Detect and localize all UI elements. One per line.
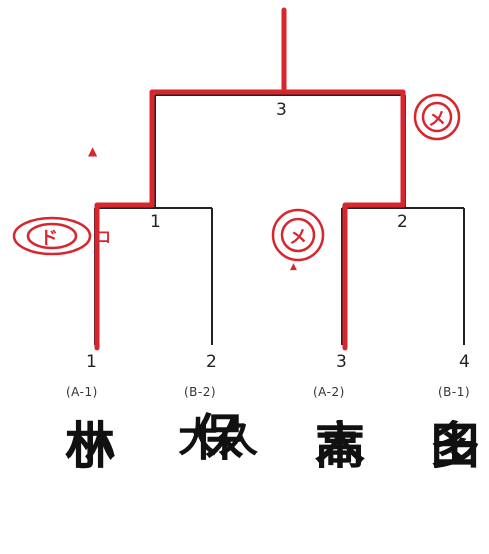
seed-label-2: (B-2): [184, 385, 217, 399]
player-name-2-line1: 大久: [178, 414, 258, 461]
seed-label-4: (B-1): [438, 385, 471, 399]
seed-label-3: (A-2): [313, 385, 345, 399]
player-name-1-line1: 小: [65, 416, 115, 475]
player-name-3-line2: 木: [315, 416, 365, 475]
slot-number-2: 2: [206, 352, 217, 372]
triangle-left-icon: ▲: [88, 144, 98, 158]
slot-number-4: 4: [459, 352, 470, 372]
semifinal-left-number: 1: [150, 212, 161, 232]
win-circles: [12, 93, 461, 262]
player-name-2-line2: 保: [193, 408, 243, 467]
player-name-4-line2: 田: [430, 416, 480, 475]
slot-number-1: 1: [86, 352, 97, 372]
player-name-1-line2: 林: [65, 416, 115, 475]
player-name-3-line1: 高: [315, 416, 365, 475]
win-mark-left: ド: [40, 228, 58, 249]
final-match-number: 3: [276, 100, 287, 120]
semifinal-right-number: 2: [397, 212, 408, 232]
win-mark-left-extra: コ: [96, 228, 112, 246]
seed-label-1: (A-1): [66, 385, 98, 399]
win-mark-final: メ: [428, 109, 446, 130]
player-name-4-line1: 多: [430, 416, 480, 475]
slot-number-3: 3: [336, 352, 347, 372]
win-mark-right: メ: [289, 227, 307, 248]
triangle-right-icon: ▲: [290, 262, 297, 272]
winner-path: [94, 7, 406, 351]
